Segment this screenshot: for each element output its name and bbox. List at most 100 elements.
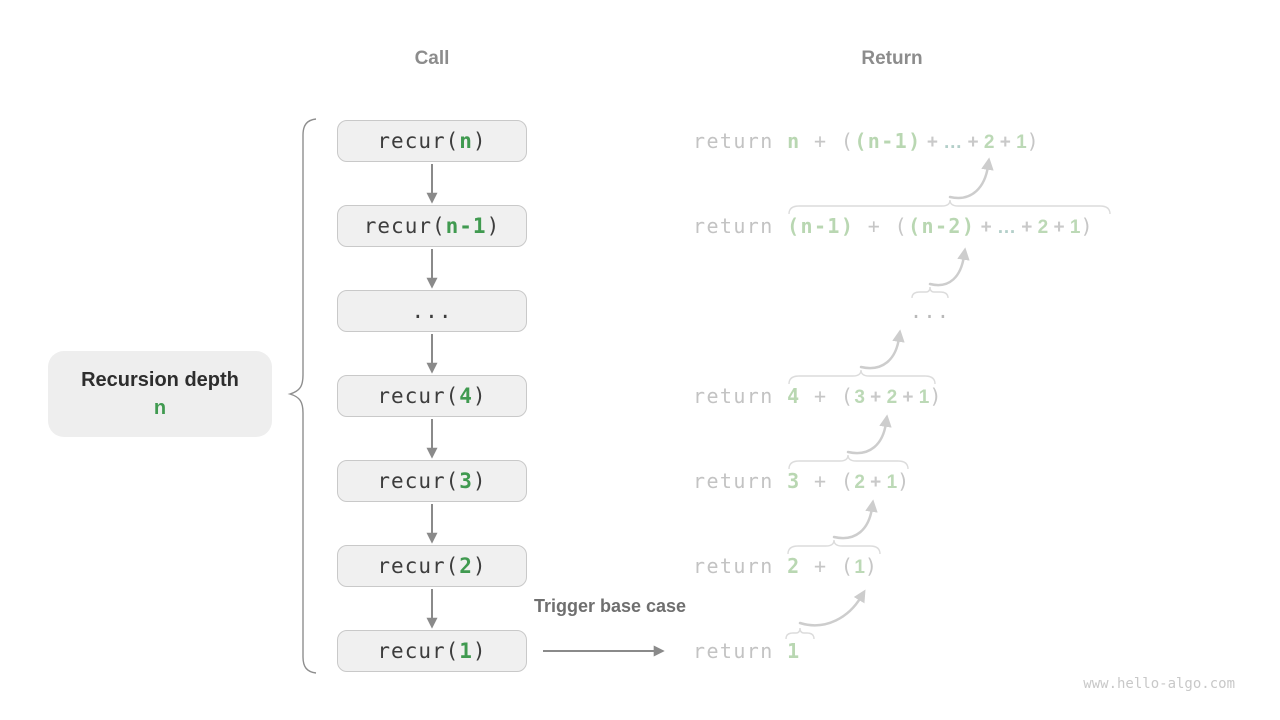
text-segment: … (996, 217, 1016, 238)
return-line-ellipsis: ... (910, 296, 950, 326)
watermark: www.hello-algo.com (1083, 676, 1235, 692)
text-segment: + (1048, 217, 1070, 238)
text-segment: ( (840, 469, 855, 493)
call-box-recur-n: recur(n) (337, 120, 527, 162)
text-segment: ( (840, 384, 855, 408)
text-segment: + (921, 132, 944, 153)
text-segment: ) (929, 384, 943, 408)
text-segment: ) (472, 469, 487, 493)
text-segment: ) (472, 639, 487, 663)
text-segment: 4 (787, 384, 801, 408)
return-arrow-to-row-4 (846, 414, 892, 455)
text-segment: + (994, 132, 1017, 153)
return-arrow-to-row-n (948, 157, 994, 200)
text-segment: (n-1) (854, 129, 922, 153)
text-segment: 2 (854, 472, 865, 493)
text-segment: ( (840, 129, 855, 153)
text-segment: 3 (459, 469, 473, 493)
return-line-2: return 2 + (1) (693, 551, 878, 581)
text-segment: recur( (377, 129, 460, 153)
text-segment: + (864, 472, 887, 493)
recursion-depth-text: Recursion depth (81, 368, 239, 391)
overbrace-row-2 (787, 539, 881, 555)
return-overbraces (785, 199, 1111, 640)
text-segment: 2 (1037, 217, 1049, 238)
return-line-n-1: return (n-1) + ((n-2) + … + 2 + 1) (693, 211, 1094, 241)
text-segment: 1 (459, 639, 473, 663)
text-segment: 2 (787, 554, 801, 578)
text-segment: + (854, 214, 895, 238)
return-arrow-to-row-ellipsis (859, 329, 905, 370)
text-segment: recur( (377, 639, 460, 663)
text-segment: + (962, 132, 984, 153)
text-segment: ) (472, 384, 487, 408)
text-segment: … (943, 132, 963, 153)
overbrace-row-3 (788, 454, 909, 470)
return-line-n: return n + ((n-1) + … + 2 + 1) (693, 126, 1040, 156)
recursion-depth-label: Recursion depth n (48, 351, 272, 437)
text-segment: recur( (363, 214, 446, 238)
text-segment: return (693, 214, 788, 238)
return-arrow-to-row-n-1 (928, 247, 970, 287)
text-segment: ) (472, 554, 487, 578)
return-arrow-to-row-3 (832, 499, 878, 540)
overbrace-row-1 (785, 627, 815, 640)
overbrace-row-n-1 (788, 199, 1111, 215)
text-segment: + (800, 384, 841, 408)
text-segment: recur( (377, 384, 460, 408)
text-segment: ) (486, 214, 501, 238)
text-segment: return (693, 554, 788, 578)
text-segment: + (975, 217, 997, 238)
text-segment: 2 (983, 132, 995, 153)
text-segment: return (693, 469, 788, 493)
text-segment: 1 (854, 557, 865, 578)
text-segment: + (897, 387, 919, 408)
text-segment: 2 (886, 387, 898, 408)
text-segment: 3 (787, 469, 801, 493)
text-segment: + (864, 387, 887, 408)
trigger-base-case-label: Trigger base case (533, 596, 687, 616)
return-arrow-to-row-2 (798, 589, 866, 627)
text-segment: 1 (886, 472, 898, 493)
text-segment: 3 (854, 387, 865, 408)
text-segment: 4 (459, 384, 473, 408)
call-box-recur-3: recur(3) (337, 460, 527, 502)
return-line-4: return 4 + (3 + 2 + 1) (693, 381, 943, 411)
text-segment: return (693, 384, 788, 408)
text-segment: 1 (918, 387, 930, 408)
call-column-title: Call (414, 48, 450, 69)
text-segment: ) (1026, 129, 1041, 153)
text-segment: ) (864, 554, 879, 578)
text-segment: n (459, 129, 473, 153)
return-column-title: Return (861, 48, 923, 69)
recursion-depth-brace (287, 118, 317, 674)
return-line-3: return 3 + (2 + 1) (693, 466, 911, 496)
text-segment: 2 (459, 554, 473, 578)
text-segment: ( (840, 554, 855, 578)
text-segment: ... (910, 299, 951, 323)
text-segment: 1 (1069, 217, 1081, 238)
text-segment: return (693, 639, 788, 663)
text-segment: 1 (787, 639, 801, 663)
text-segment: ) (472, 129, 487, 153)
text-segment: ... (411, 299, 453, 323)
text-segment: (n-2) (908, 214, 976, 238)
text-segment: recur( (377, 554, 460, 578)
text-segment: recur( (377, 469, 460, 493)
text-segment: ( (894, 214, 909, 238)
text-segment: (n-1) (787, 214, 855, 238)
text-segment: ) (1080, 214, 1094, 238)
call-box-recur-1: recur(1) (337, 630, 527, 672)
text-segment: + (800, 129, 841, 153)
call-box-recur-2: recur(2) (337, 545, 527, 587)
text-segment: n (787, 129, 801, 153)
call-box-recur-4: recur(4) (337, 375, 527, 417)
overbrace-row-ellipsis (911, 286, 949, 299)
call-box-recur-n-1: recur(n-1) (337, 205, 527, 247)
call-box-ellipsis: ... (337, 290, 527, 332)
text-segment: + (800, 554, 841, 578)
text-segment: 1 (1016, 132, 1027, 153)
text-segment: + (1015, 217, 1038, 238)
